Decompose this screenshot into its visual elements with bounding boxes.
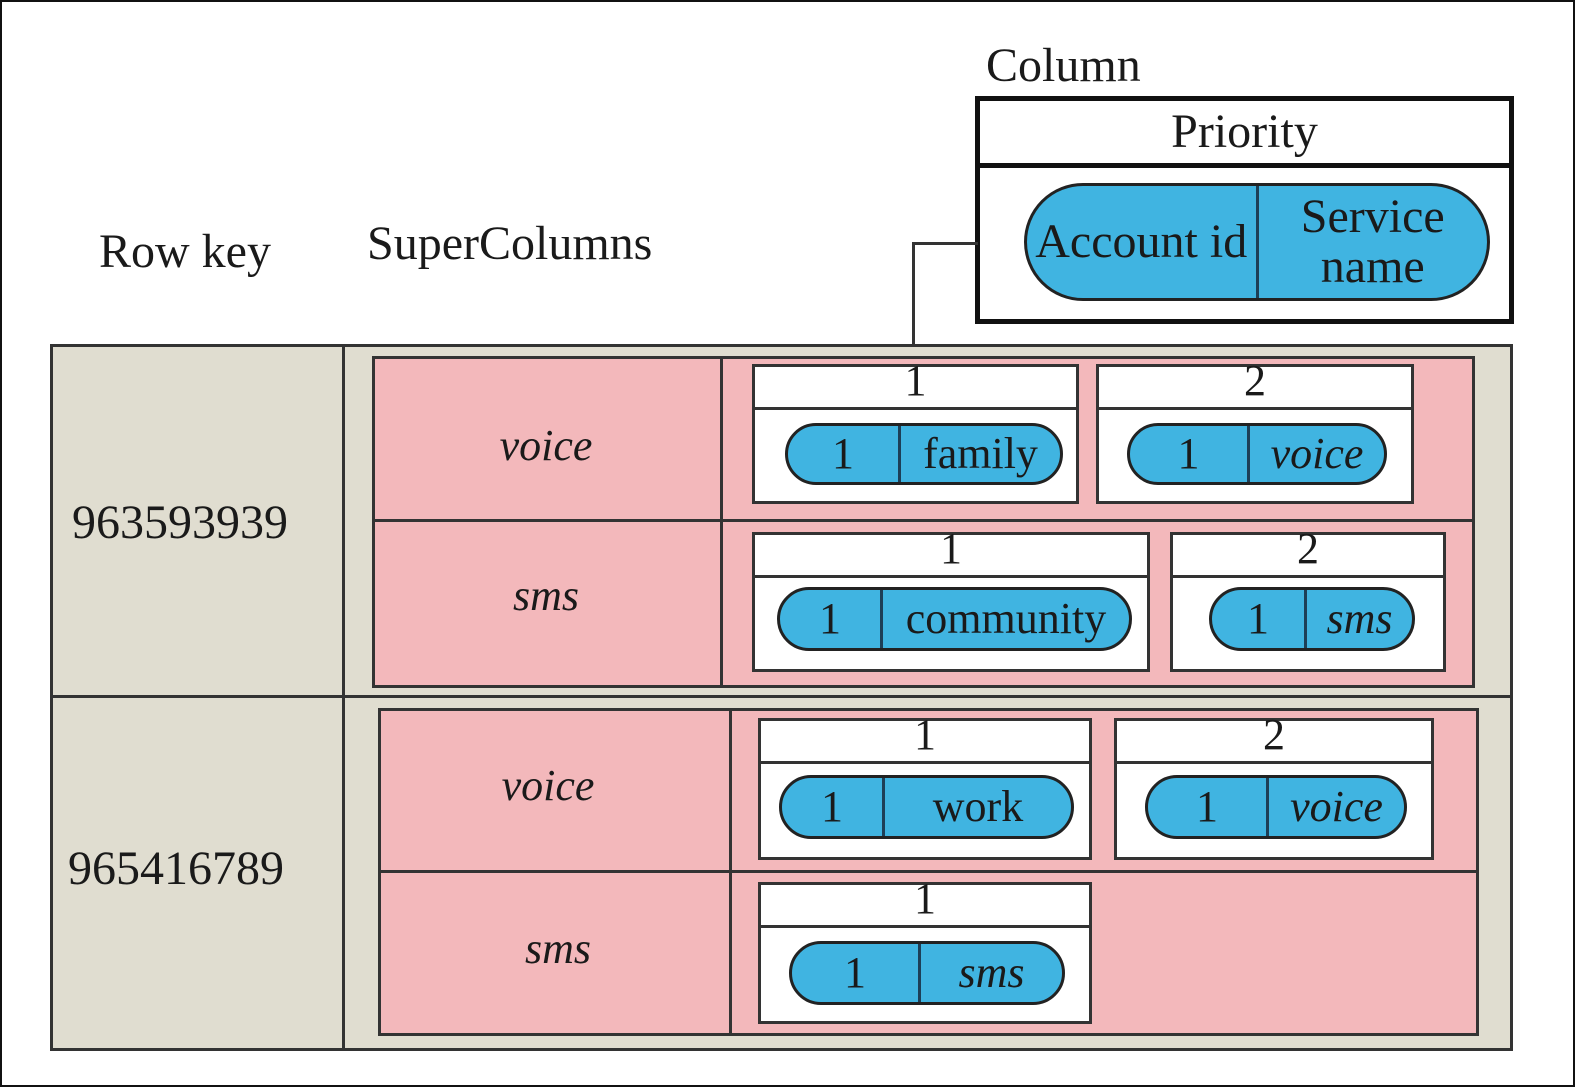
service-name-value: sms <box>918 944 1062 1002</box>
column-number: 2 <box>1244 356 1266 405</box>
legend-connector <box>912 242 978 366</box>
column-pill: 1 community <box>777 587 1132 651</box>
column-number: 2 <box>1263 710 1285 759</box>
supercolumns-header: SuperColumns <box>367 217 653 270</box>
legend-service-name: Service name <box>1255 186 1488 298</box>
column-cell: 1 1 work <box>758 713 1092 860</box>
column-cell: 1 1 community <box>752 527 1150 672</box>
account-id-value: 1 <box>819 594 841 643</box>
column-cell: 2 1 voice <box>1114 713 1434 860</box>
column-pill: 1 sms <box>1209 587 1415 651</box>
column-legend: Priority Account id Service name <box>975 96 1514 324</box>
service-name-value: voice <box>1247 426 1384 482</box>
supercolumn-divider <box>720 356 723 688</box>
column-header: Column <box>986 39 1141 92</box>
column-number: 1 <box>914 874 936 923</box>
row-key-header: Row key <box>99 225 271 278</box>
column-number: 1 <box>940 524 962 573</box>
service-name-value: family <box>898 426 1060 482</box>
account-id-value: 1 <box>1196 782 1218 831</box>
supercolumn-label: voice <box>499 421 593 470</box>
account-id-value: 1 <box>1177 429 1200 478</box>
column-pill: 1 voice <box>1145 775 1407 839</box>
row-key-value: 965416789 <box>68 842 284 895</box>
service-name-value: work <box>882 778 1071 836</box>
column-pill: 1 family <box>785 423 1063 485</box>
supercolumn-label: sms <box>512 571 580 620</box>
legend-account-id: Account id <box>1035 215 1248 268</box>
column-number: 1 <box>904 356 927 405</box>
row-divider-1 <box>342 344 345 698</box>
legend-pill: Account id Service name <box>1024 183 1490 301</box>
column-cell: 2 1 sms <box>1170 527 1446 672</box>
column-pill: 1 work <box>779 775 1074 839</box>
supercolumn-separator <box>378 870 1479 873</box>
service-name-value: community <box>880 590 1129 648</box>
column-cell: 1 1 family <box>752 359 1079 504</box>
legend-title: Priority <box>980 101 1509 168</box>
service-name-value: voice <box>1266 778 1404 836</box>
account-id-value: 1 <box>832 429 854 478</box>
column-pill: 1 voice <box>1127 423 1387 485</box>
column-cell: 1 1 sms <box>758 877 1092 1024</box>
column-cell: 2 1 voice <box>1096 359 1414 504</box>
column-number: 1 <box>914 710 936 759</box>
service-name-value: sms <box>1304 590 1412 648</box>
column-number: 2 <box>1297 524 1319 573</box>
account-id-value: 1 <box>1247 594 1269 643</box>
supercolumn-separator <box>372 519 1475 522</box>
column-pill: 1 sms <box>789 941 1065 1005</box>
account-id-value: 1 <box>821 782 843 831</box>
account-id-value: 1 <box>844 948 866 997</box>
row-key-value: 963593939 <box>72 496 288 549</box>
supercolumn-label: sms <box>524 924 592 973</box>
supercolumn-label: voice <box>501 761 595 810</box>
row-divider-2 <box>342 695 345 1051</box>
